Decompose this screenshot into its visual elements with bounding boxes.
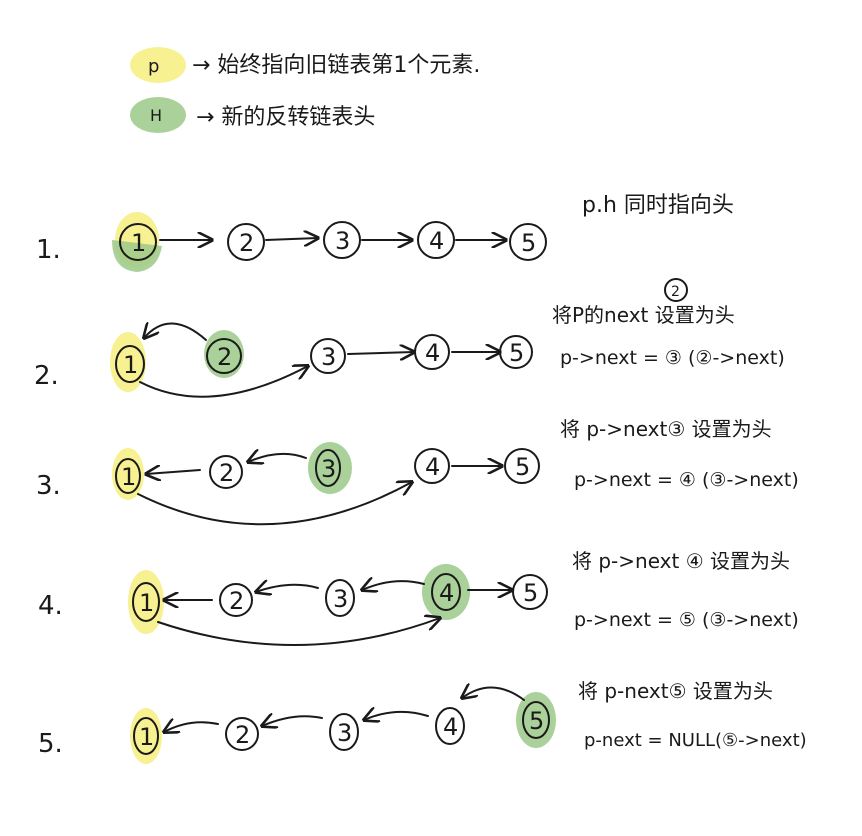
node-2: 2 bbox=[225, 717, 259, 751]
node-1: 1 bbox=[133, 717, 159, 755]
step-note: p.h 同时指向头 bbox=[582, 193, 734, 218]
step-note: p-next = NULL(⑤->next) bbox=[584, 730, 807, 751]
edge-1-3 bbox=[139, 366, 308, 398]
step-2: 2. 1 2 3 4 5 2 将P的next 设置为头 p->next = ③ … bbox=[34, 278, 785, 398]
node-3: 3 bbox=[323, 221, 361, 259]
svg-text:1: 1 bbox=[139, 589, 154, 617]
edge-5-4 bbox=[462, 687, 525, 701]
legend-key-h: H bbox=[150, 106, 162, 125]
edge-4-3 bbox=[362, 581, 425, 590]
step-note: 将 p->next ④ 设置为头 bbox=[572, 549, 790, 573]
svg-text:2: 2 bbox=[219, 459, 234, 487]
node-2: 2 bbox=[227, 223, 265, 261]
edge-3-4 bbox=[347, 352, 414, 354]
node-2: 2 bbox=[209, 455, 243, 489]
edge-3-2 bbox=[262, 716, 323, 726]
svg-text:4: 4 bbox=[425, 339, 440, 367]
edge-2-1 bbox=[144, 323, 207, 340]
step-note: 将 p->next③ 设置为头 bbox=[560, 417, 772, 441]
svg-text:4: 4 bbox=[429, 227, 444, 255]
node-2: 2 bbox=[219, 583, 253, 617]
node-1: 1 bbox=[115, 345, 145, 383]
svg-text:1: 1 bbox=[123, 351, 138, 379]
edge-2-1 bbox=[146, 470, 201, 474]
node-1: 1 bbox=[115, 458, 141, 494]
step-note: p->next = ⑤ (③->next) bbox=[574, 609, 799, 631]
svg-text:5: 5 bbox=[509, 339, 524, 367]
legend-text-p: → 始终指向旧链表第1个元素. bbox=[192, 53, 480, 78]
node-2: 2 bbox=[206, 338, 242, 374]
legend-text-h: → 新的反转链表头 bbox=[196, 105, 375, 130]
node-5: 5 bbox=[504, 448, 540, 484]
svg-text:1: 1 bbox=[121, 463, 136, 491]
legend-item-p: p → 始终指向旧链表第1个元素. bbox=[130, 47, 480, 83]
svg-text:4: 4 bbox=[425, 453, 440, 481]
edge-2-1 bbox=[164, 722, 219, 732]
edge-1-5 bbox=[157, 618, 440, 646]
svg-text:3: 3 bbox=[337, 719, 352, 747]
svg-text:5: 5 bbox=[523, 579, 538, 607]
svg-text:2: 2 bbox=[671, 284, 680, 300]
svg-text:5: 5 bbox=[515, 453, 530, 481]
node-1: 1 bbox=[132, 582, 160, 622]
node-1: 1 bbox=[119, 223, 157, 261]
step-label: 5. bbox=[38, 729, 63, 759]
legend: p → 始终指向旧链表第1个元素. H → 新的反转链表头 bbox=[130, 47, 480, 133]
svg-text:5: 5 bbox=[521, 229, 536, 257]
step-label: 3. bbox=[36, 471, 61, 501]
step-label: 2. bbox=[34, 361, 59, 391]
node-4: 4 bbox=[417, 221, 455, 259]
node-3: 3 bbox=[329, 713, 359, 751]
node-5: 5 bbox=[499, 335, 533, 369]
svg-text:3: 3 bbox=[321, 455, 336, 483]
edge-3-2 bbox=[256, 585, 319, 592]
step-5: 5. 1 2 3 4 5 将 p-next⑤ 设置为头 p-next = NUL… bbox=[38, 679, 807, 764]
step-note-badge: 2 bbox=[664, 278, 688, 302]
svg-text:2: 2 bbox=[239, 229, 254, 257]
step-note: 将P的next 设置为头 bbox=[552, 303, 735, 327]
node-4: 4 bbox=[414, 334, 450, 370]
svg-text:1: 1 bbox=[139, 723, 154, 751]
legend-item-h: H → 新的反转链表头 bbox=[130, 97, 375, 133]
svg-text:4: 4 bbox=[439, 579, 454, 607]
step-label: 1. bbox=[36, 235, 61, 265]
svg-text:3: 3 bbox=[335, 227, 350, 255]
edge-4-3 bbox=[364, 712, 429, 720]
legend-key-p: p bbox=[148, 56, 159, 77]
svg-text:3: 3 bbox=[333, 585, 348, 613]
svg-text:3: 3 bbox=[321, 343, 336, 371]
node-3: 3 bbox=[315, 449, 341, 487]
svg-text:2: 2 bbox=[217, 343, 232, 371]
step-note: p->next = ④ (③->next) bbox=[574, 469, 799, 491]
node-4: 4 bbox=[435, 707, 465, 745]
svg-text:2: 2 bbox=[235, 721, 250, 749]
edge-2-3 bbox=[265, 238, 318, 240]
step-1: 1. 1 2 3 4 5 p.h 同时指向头 bbox=[36, 193, 734, 272]
node-5: 5 bbox=[522, 701, 550, 739]
step-3: 3. 1 2 3 4 5 将 p->next③ 设置为头 p->next = ④… bbox=[36, 417, 799, 526]
svg-text:1: 1 bbox=[131, 229, 146, 257]
svg-text:4: 4 bbox=[443, 713, 458, 741]
node-3: 3 bbox=[325, 579, 355, 617]
edge-1-4 bbox=[137, 482, 412, 526]
svg-text:2: 2 bbox=[229, 587, 244, 615]
step-label: 4. bbox=[38, 591, 63, 621]
step-4: 4. 1 2 3 4 5 将 p->next ④ 设置为头 p->next = … bbox=[38, 549, 799, 646]
node-4: 4 bbox=[431, 573, 461, 611]
edge-3-2 bbox=[248, 454, 307, 462]
node-5: 5 bbox=[512, 574, 548, 610]
step-note: 将 p-next⑤ 设置为头 bbox=[578, 679, 773, 703]
node-4: 4 bbox=[414, 448, 450, 484]
node-5: 5 bbox=[509, 223, 547, 261]
svg-text:5: 5 bbox=[529, 707, 544, 735]
node-3: 3 bbox=[310, 338, 346, 374]
step-note: p->next = ③ (②->next) bbox=[560, 347, 785, 369]
